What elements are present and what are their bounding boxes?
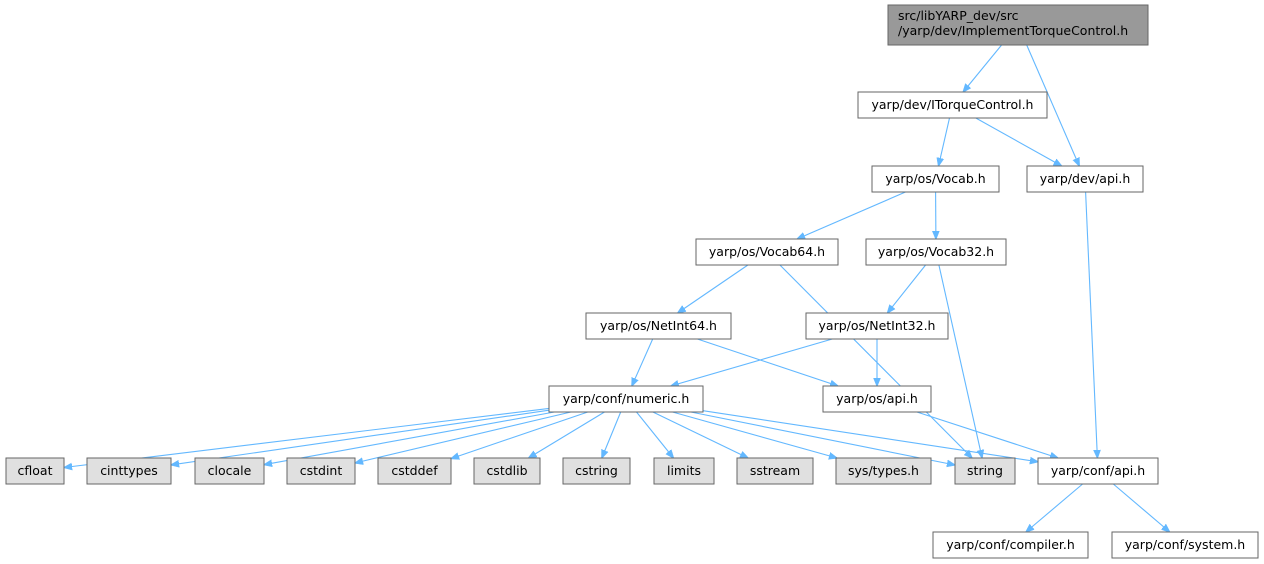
node-clocale[interactable]: clocale <box>194 457 265 485</box>
edge-itorquecontrol-to-dev_api <box>975 117 1062 166</box>
node-label: limits <box>667 463 701 478</box>
node-dev-api[interactable]: yarp/dev/api.h <box>1026 165 1144 193</box>
node-vocab64[interactable]: yarp/os/Vocab64.h <box>695 238 839 266</box>
root-label-line1: src/libYARP_dev/src <box>898 8 1019 23</box>
node-cstring[interactable]: cstring <box>562 457 631 485</box>
edge-numeric-to-systypes <box>672 411 838 458</box>
node-label: yarp/conf/api.h <box>1051 463 1145 478</box>
edge-netint32-to-numeric <box>671 338 833 386</box>
node-label: cstdlib <box>486 463 527 478</box>
node-cfloat[interactable]: cfloat <box>5 457 65 485</box>
edge-itorquecontrol-to-vocab <box>939 117 951 166</box>
node-label: yarp/dev/api.h <box>1040 171 1131 186</box>
node-cstddef[interactable]: cstddef <box>377 457 452 485</box>
edge-vocab64-to-string <box>779 264 972 458</box>
header-nodes: src/libYARP_dev/src /yarp/dev/ImplementT… <box>5 4 1259 559</box>
edge-numeric-to-cstdlib <box>529 411 605 458</box>
edge-numeric-to-limits <box>636 411 674 458</box>
edge-conf_api-to-system <box>1112 483 1169 532</box>
edge-os_api-to-conf_api <box>916 411 1058 458</box>
edge-numeric-to-string <box>690 411 955 465</box>
edge-netint64-to-numeric <box>632 338 654 386</box>
root-label-line2: /yarp/dev/ImplementTorqueControl.h <box>898 23 1128 38</box>
edge-vocab64-to-netint64 <box>678 264 749 313</box>
node-sstream[interactable]: sstream <box>736 457 814 485</box>
edge-vocab-to-vocab64 <box>797 191 906 239</box>
node-label: yarp/conf/numeric.h <box>563 391 690 406</box>
node-limits[interactable]: limits <box>653 457 715 485</box>
node-cstdlib[interactable]: cstdlib <box>473 457 541 485</box>
node-cinttypes[interactable]: cinttypes <box>86 457 172 485</box>
edge-dev_api-to-conf_api <box>1085 191 1098 458</box>
node-label: yarp/os/Vocab32.h <box>878 244 994 259</box>
edge-numeric-to-clocale <box>264 411 555 465</box>
node-label: yarp/os/Vocab64.h <box>709 244 825 259</box>
edge-vocab32-to-string <box>938 264 982 458</box>
node-conf-api[interactable]: yarp/conf/api.h <box>1037 457 1159 485</box>
edge-numeric-to-cinttypes <box>171 409 550 465</box>
node-label: cfloat <box>18 463 53 478</box>
node-label: cstdint <box>300 463 343 478</box>
node-label: cstddef <box>391 463 438 478</box>
edge-root-to-dev_api <box>1026 44 1080 166</box>
dependency-edges <box>64 44 1170 532</box>
node-label: yarp/os/NetInt64.h <box>600 318 717 333</box>
node-conf-numeric[interactable]: yarp/conf/numeric.h <box>548 385 704 413</box>
edge-numeric-to-cstdint <box>355 411 572 463</box>
edge-numeric-to-sstream <box>652 411 748 458</box>
node-label: cinttypes <box>100 463 158 478</box>
node-label: yarp/dev/ITorqueControl.h <box>872 97 1034 112</box>
node-conf-system[interactable]: yarp/conf/system.h <box>1111 531 1259 559</box>
node-sys-types[interactable]: sys/types.h <box>835 457 932 485</box>
edge-numeric-to-cstddef <box>451 411 588 459</box>
node-label: yarp/conf/compiler.h <box>946 537 1075 552</box>
node-label: yarp/os/Vocab.h <box>885 171 985 186</box>
node-itorque-control[interactable]: yarp/dev/ITorqueControl.h <box>857 91 1048 119</box>
edge-numeric-to-cstring <box>602 411 622 458</box>
edge-conf_api-to-compiler <box>1026 483 1083 532</box>
node-label: sys/types.h <box>848 463 919 478</box>
node-label: yarp/os/api.h <box>836 391 918 406</box>
edge-numeric-to-conf_api <box>702 410 1038 462</box>
node-cstdint[interactable]: cstdint <box>286 457 356 485</box>
node-vocab32[interactable]: yarp/os/Vocab32.h <box>865 238 1007 266</box>
node-os-api[interactable]: yarp/os/api.h <box>822 385 932 413</box>
node-label: clocale <box>208 463 252 478</box>
node-label: sstream <box>750 463 800 478</box>
node-label: string <box>967 463 1003 478</box>
node-netint32[interactable]: yarp/os/NetInt32.h <box>805 312 949 340</box>
node-vocab[interactable]: yarp/os/Vocab.h <box>871 165 1000 193</box>
node-label: yarp/conf/system.h <box>1125 537 1245 552</box>
node-string[interactable]: string <box>954 457 1016 485</box>
edge-netint64-to-os_api <box>697 338 838 386</box>
node-conf-compiler[interactable]: yarp/conf/compiler.h <box>932 531 1089 559</box>
node-label: yarp/os/NetInt32.h <box>819 318 936 333</box>
edge-vocab32-to-netint32 <box>887 264 927 313</box>
node-implement-torque-control[interactable]: src/libYARP_dev/src /yarp/dev/ImplementT… <box>887 4 1149 46</box>
node-label: cstring <box>575 463 618 478</box>
node-netint64[interactable]: yarp/os/NetInt64.h <box>585 312 732 340</box>
edge-root-to-itorquecontrol <box>963 44 1003 92</box>
